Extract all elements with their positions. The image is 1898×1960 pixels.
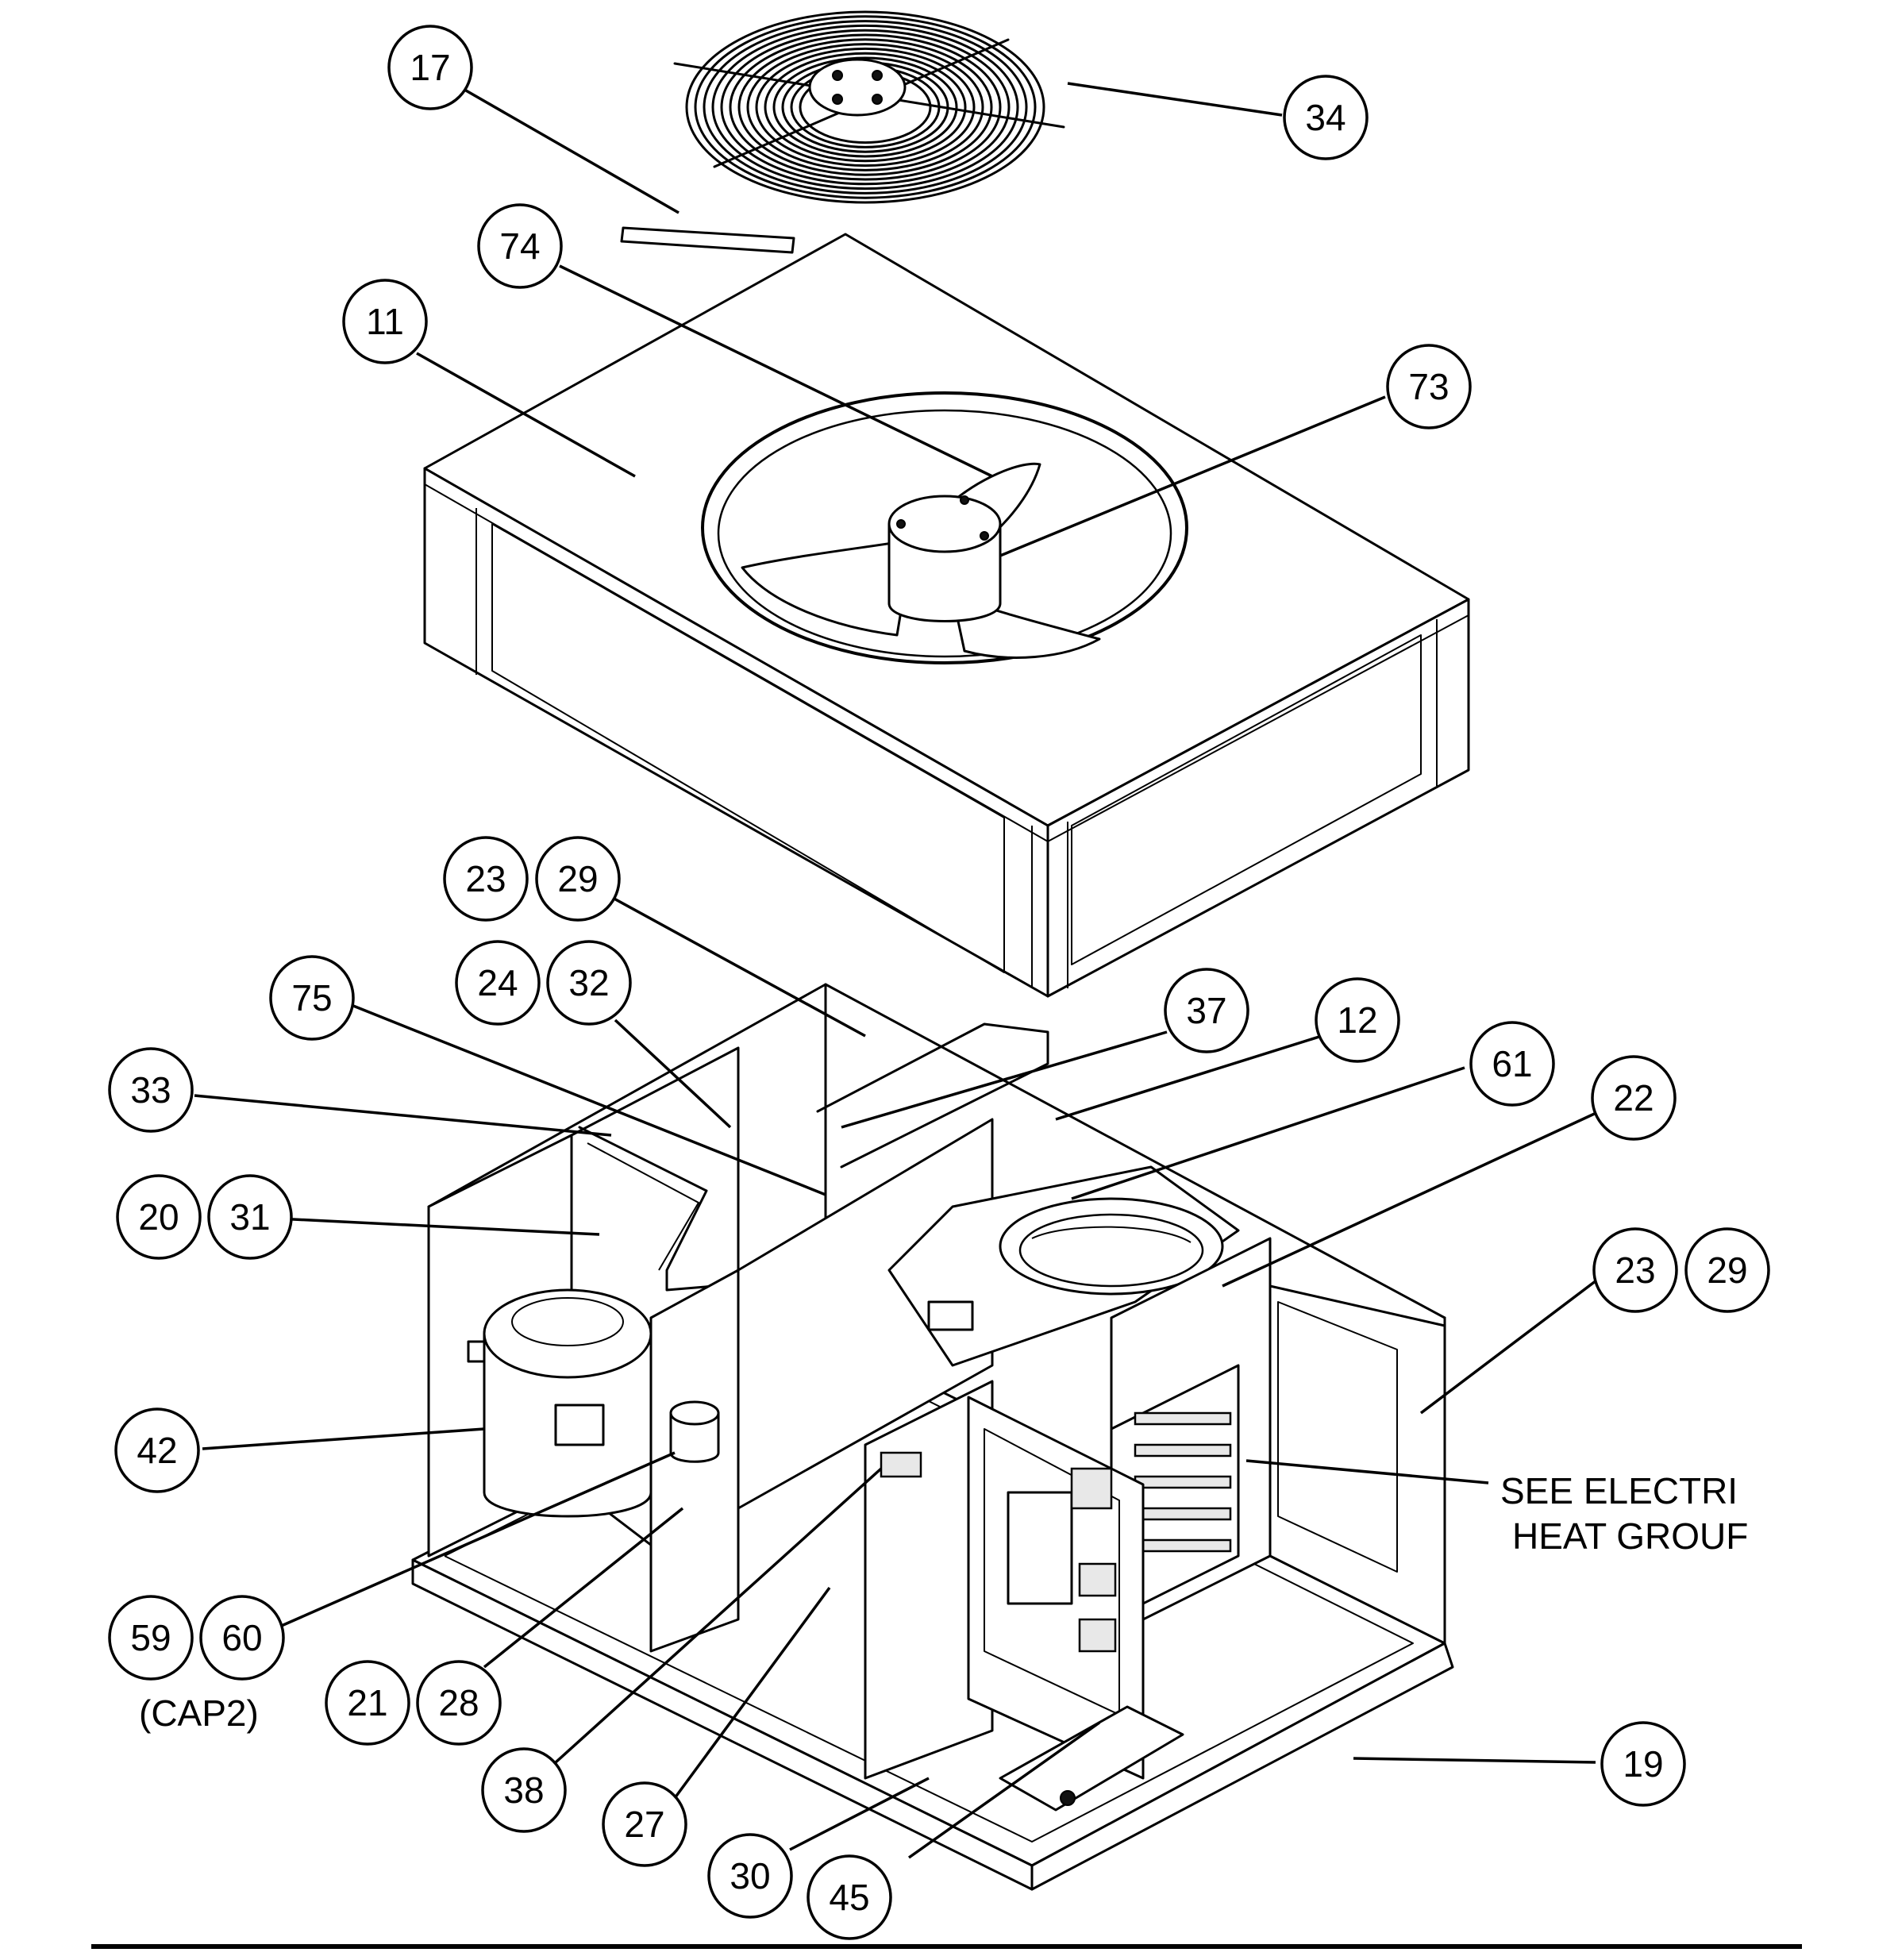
guard-ring	[737, 38, 993, 176]
callout-32: 32	[546, 940, 632, 1026]
callout-17: 17	[387, 25, 473, 110]
callout-20: 20	[116, 1174, 202, 1260]
callout-label: 20	[138, 1196, 179, 1238]
callout-label: 38	[503, 1769, 544, 1811]
callout-29-right: 29	[1684, 1227, 1770, 1313]
callout-label: 29	[1707, 1250, 1747, 1291]
callout-label: 34	[1305, 97, 1346, 138]
callout-45: 45	[807, 1854, 892, 1940]
callout-23-right: 23	[1592, 1227, 1678, 1313]
guard-ring	[685, 10, 1045, 204]
callout-label: 27	[624, 1804, 664, 1845]
callouts: 17 34 74 11 73 23 29 24 32 75 37 12 61 2…	[108, 25, 1770, 1940]
callout-11: 11	[342, 279, 428, 364]
callout-label: 29	[557, 858, 598, 899]
callout-12: 12	[1315, 977, 1400, 1063]
guard-ring	[755, 47, 976, 168]
guard-ring	[729, 33, 1002, 181]
callout-label: 61	[1492, 1043, 1532, 1084]
callout-21: 21	[325, 1660, 410, 1746]
callout-label: 12	[1337, 999, 1377, 1041]
see-electric-heat-line2: HEAT GROUF	[1512, 1515, 1748, 1557]
callout-label: 19	[1623, 1743, 1663, 1785]
callout-label: 73	[1408, 366, 1449, 407]
callout-label: 28	[438, 1682, 479, 1723]
callout-label: 37	[1186, 990, 1226, 1031]
see-electric-heat-line1: SEE ELECTRI	[1500, 1470, 1738, 1511]
guard-ring	[746, 43, 984, 171]
callout-29-top: 29	[535, 836, 621, 922]
callout-42: 42	[114, 1407, 200, 1493]
callout-label: 17	[410, 47, 450, 88]
callout-label: 59	[130, 1617, 171, 1658]
callout-label: 74	[499, 225, 540, 267]
callout-label: 75	[291, 977, 332, 1019]
callout-label: 23	[465, 858, 506, 899]
callout-61: 61	[1469, 1021, 1555, 1107]
callout-label: 24	[477, 962, 518, 1003]
callout-23-top: 23	[443, 836, 529, 922]
base-unit	[411, 983, 1454, 1891]
callout-31: 31	[207, 1174, 293, 1260]
callout-label: 33	[130, 1069, 171, 1111]
guard-ring	[772, 56, 958, 158]
guard-ring	[694, 15, 1037, 199]
callout-37: 37	[1164, 968, 1249, 1053]
callout-label: 60	[221, 1617, 262, 1658]
callout-label: 21	[347, 1682, 387, 1723]
callout-19: 19	[1600, 1721, 1686, 1807]
callout-73: 73	[1386, 344, 1472, 429]
callout-label: 23	[1615, 1250, 1655, 1291]
callout-75: 75	[269, 955, 355, 1041]
callout-24: 24	[455, 940, 541, 1026]
callout-28: 28	[416, 1660, 502, 1746]
leader-lines	[194, 82, 1601, 1859]
callout-label: 31	[229, 1196, 270, 1238]
callout-60: 60	[199, 1595, 285, 1681]
top-strip	[620, 226, 795, 254]
callout-30: 30	[707, 1833, 793, 1919]
guard-ring	[703, 20, 1028, 194]
fan-guard	[673, 10, 1065, 204]
guard-ring	[711, 24, 1019, 191]
callout-33: 33	[108, 1047, 194, 1133]
top-cover	[423, 233, 1470, 998]
cap2-note: (CAP2)	[139, 1692, 259, 1734]
callout-34: 34	[1283, 75, 1369, 160]
callout-label: 32	[568, 962, 609, 1003]
callout-27: 27	[602, 1781, 687, 1867]
callout-38: 38	[481, 1747, 567, 1833]
callout-label: 22	[1613, 1077, 1654, 1119]
callout-label: 11	[366, 301, 404, 342]
callout-59: 59	[108, 1595, 194, 1681]
callout-label: 45	[829, 1877, 869, 1918]
callout-74: 74	[477, 203, 563, 289]
guard-ring	[720, 29, 1011, 186]
callout-label: 30	[730, 1855, 770, 1896]
callout-22: 22	[1591, 1055, 1677, 1141]
callout-label: 42	[137, 1430, 177, 1471]
guard-ring	[764, 52, 967, 163]
